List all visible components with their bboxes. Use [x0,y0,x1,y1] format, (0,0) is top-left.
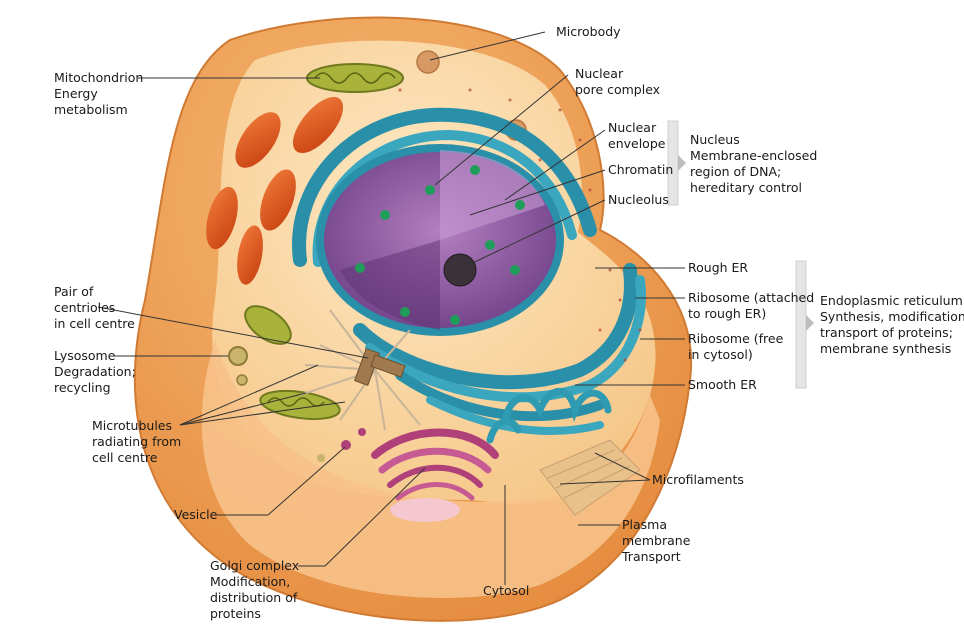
label-nucleus-group: Nucleus Membrane-enclosed region of DNA;… [690,132,817,196]
label-rough-er: Rough ER [688,260,748,276]
label-line: Synthesis, modification, [820,309,964,324]
free-ribosomes [398,88,642,362]
label-line: envelope [608,136,666,151]
label-line: Chromatin [608,162,674,177]
label-line: Nuclear [608,120,657,135]
label-nucleolus: Nucleolus [608,192,669,208]
nuclear-pores [355,165,525,325]
label-line: distribution of [210,590,298,605]
vesicle-shape [317,428,366,462]
label-line: Nuclear [575,66,624,81]
label-line: Plasma [622,517,668,532]
label-line: pore complex [575,82,661,97]
label-plasma-membrane: Plasma membrane Transport [622,517,690,565]
label-chromatin: Chromatin [608,162,673,178]
label-microfilaments: Microfilaments [652,472,744,488]
label-line: recycling [54,380,111,395]
label-line: Vesicle [174,507,218,522]
label-line: radiating from [92,434,182,449]
label-line: Endoplasmic reticulum [820,293,963,308]
label-line: Golgi complex [210,558,300,573]
label-ribosome-attached: Ribosome (attached to rough ER) [688,290,814,322]
label-line: metabolism [54,102,128,117]
label-line: Pair of [54,284,94,299]
label-line: Energy [54,86,98,101]
brackets [667,120,807,389]
label-line: Degradation; [54,364,136,379]
label-cytosol: Cytosol [483,583,529,599]
label-line: Microbody [556,24,621,39]
smooth-er-shape [486,387,612,444]
label-ribosome-free: Ribosome (free in cytosol) [688,331,783,363]
lysosome-shape [228,346,248,386]
cut-face [201,340,661,598]
label-line: membrane synthesis [820,341,952,356]
label-line: Smooth ER [688,377,757,392]
label-line: centrioles [54,300,116,315]
label-line: Microfilaments [652,472,744,487]
mitochondria-group [206,63,404,421]
label-line: Membrane-enclosed [690,148,818,163]
label-centrioles: Pair of centrioles in cell centre [54,284,135,332]
label-lysosome: Lysosome Degradation; recycling [54,348,136,396]
nucleus-shape [316,144,564,336]
label-line: Cytosol [483,583,530,598]
label-line: Lysosome [54,348,116,363]
label-line: Nucleus [690,132,740,147]
label-line: to rough ER) [688,306,767,321]
label-line: region of DNA; [690,164,782,179]
label-vesicle: Vesicle [174,507,217,523]
label-smooth-er: Smooth ER [688,377,757,393]
label-line: Ribosome (attached [688,290,815,305]
label-nuclear-pore: Nuclear pore complex [575,66,660,98]
label-line: Rough ER [688,260,749,275]
label-microbody: Microbody [556,24,621,40]
label-nuclear-envelope: Nuclear envelope [608,120,665,152]
label-line: membrane [622,533,691,548]
label-line: in cytosol) [688,347,753,362]
label-line: Transport [622,549,681,564]
golgi-shape [371,428,499,522]
label-golgi: Golgi complex Modification, distribution… [210,558,299,622]
label-line: Microtubules [92,418,172,433]
microfilaments-shape [539,439,641,516]
label-line: cell centre [92,450,158,465]
label-line: Mitochondrion [54,70,144,85]
label-line: Ribosome (free [688,331,784,346]
label-line: transport of proteins; [820,325,953,340]
leader-lines [97,31,685,585]
label-line: hereditary control [690,180,802,195]
label-er-group: Endoplasmic reticulum Synthesis, modific… [820,293,964,357]
label-microtubules: Microtubules radiating from cell centre [92,418,181,466]
label-line: Modification, [210,574,291,589]
label-line: proteins [210,606,261,621]
label-mitochondrion: Mitochondrion Energy metabolism [54,70,143,118]
label-line: in cell centre [54,316,135,331]
label-line: Nucleolus [608,192,669,207]
rough-er-shape [292,107,646,435]
